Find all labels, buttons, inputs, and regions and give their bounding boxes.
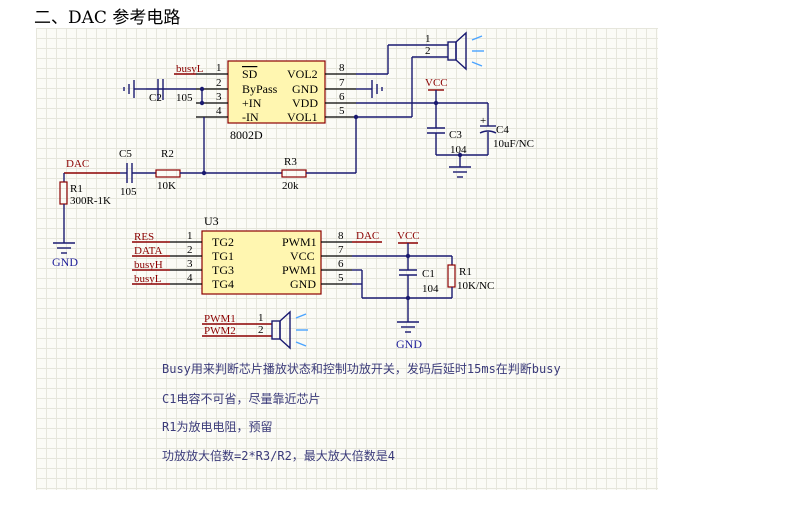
u3-pin3-name: TG3 bbox=[212, 263, 234, 277]
net-gnd-left: GND bbox=[52, 255, 78, 269]
net-dac-u3: DAC bbox=[356, 230, 379, 242]
c1-ref: C1 bbox=[422, 268, 435, 280]
u1-pin1-num: 1 bbox=[216, 62, 222, 74]
r1-bottom-ref: R1 bbox=[459, 266, 472, 278]
speaker-icon-bottom bbox=[271, 310, 308, 350]
chip-u3-body bbox=[201, 230, 322, 295]
r1-bottom-body bbox=[447, 264, 456, 288]
u1-pin3-name: +IN bbox=[242, 96, 262, 110]
net-busyh: busyH bbox=[134, 259, 163, 271]
u1-pin5-name: VOL1 bbox=[287, 110, 318, 124]
spk-bottom-pin2: 2 bbox=[258, 324, 264, 336]
net-res: RES bbox=[134, 231, 154, 243]
chip-8002d-body bbox=[227, 60, 326, 124]
spk-top-pin2: 2 bbox=[425, 45, 431, 57]
u3-pin5-name: GND bbox=[290, 277, 316, 291]
net-busyl-u3: busyL bbox=[134, 273, 162, 285]
spk-top-pin1: 1 bbox=[425, 33, 431, 45]
u1-pin2-name: ByPass bbox=[242, 82, 278, 96]
u1-pin1-name: SD bbox=[242, 67, 258, 81]
c4-polarity: + bbox=[480, 115, 486, 127]
net-pwm2: PWM2 bbox=[204, 325, 236, 337]
u3-pin8-num: 8 bbox=[338, 230, 344, 242]
u1-pin4-num: 4 bbox=[216, 105, 222, 117]
c5-value: 105 bbox=[120, 186, 137, 198]
net-busyl-top: busyL bbox=[176, 63, 204, 75]
u3-pin3-num: 3 bbox=[187, 258, 193, 270]
net-dac-left: DAC bbox=[66, 158, 89, 170]
r2-body bbox=[155, 169, 181, 178]
net-pwm1: PWM1 bbox=[204, 313, 236, 325]
c1-value: 104 bbox=[422, 283, 439, 295]
note-line-2: C1电容不可省，尽量靠近芯片 bbox=[162, 391, 320, 406]
c2-value: 105 bbox=[176, 92, 193, 104]
r2-ref: R2 bbox=[161, 148, 174, 160]
speaker-icon-top bbox=[447, 31, 484, 71]
u1-pin6-num: 6 bbox=[339, 91, 345, 103]
ground-symbol-c1 bbox=[397, 321, 419, 333]
u1-pin6-name: VDD bbox=[292, 96, 318, 110]
note-line-3: R1为放电电阻，预留 bbox=[162, 419, 272, 434]
u3-pin1-name: TG2 bbox=[212, 235, 234, 249]
schematic-sheet bbox=[36, 28, 658, 490]
r3-body bbox=[281, 169, 307, 178]
c3-value: 104 bbox=[450, 144, 467, 156]
r3-ref: R3 bbox=[284, 156, 297, 168]
u1-pin8-name: VOL2 bbox=[287, 67, 318, 81]
ground-symbol-c2 bbox=[123, 80, 146, 98]
u3-pin2-name: TG1 bbox=[212, 249, 234, 263]
net-data: DATA bbox=[134, 245, 163, 257]
spk-bottom-pin1: 1 bbox=[258, 312, 264, 324]
ground-symbol-c3-c4 bbox=[449, 166, 471, 178]
c5-ref: C5 bbox=[119, 148, 132, 160]
ground-symbol-dac bbox=[53, 242, 75, 254]
r1-top-body bbox=[59, 181, 68, 205]
u3-pin8-name: PWM1 bbox=[282, 235, 317, 249]
section-heading: 二、DAC 参考电路 bbox=[34, 8, 181, 28]
u3-pin4-name: TG4 bbox=[212, 277, 234, 291]
u3-pin6-num: 6 bbox=[338, 258, 344, 270]
u1-pin4-name: -IN bbox=[242, 110, 259, 124]
note-line-4: 功放放大倍数=2*R3/R2，最大放大倍数是4 bbox=[162, 448, 395, 463]
u3-pin1-num: 1 bbox=[187, 230, 193, 242]
u1-pin2-num: 2 bbox=[216, 77, 222, 89]
r1-top-ref: R1 bbox=[70, 183, 83, 195]
u3-pin7-num: 7 bbox=[338, 244, 344, 256]
r2-value: 10K bbox=[157, 180, 176, 192]
c3-ref: C3 bbox=[449, 129, 462, 141]
u3-pin6-name: PWM1 bbox=[282, 263, 317, 277]
c4-value: 10uF/NC bbox=[493, 138, 534, 150]
u3-pin5-num: 5 bbox=[338, 272, 344, 284]
r3-value: 20k bbox=[282, 180, 299, 192]
u1-pin5-num: 5 bbox=[339, 105, 345, 117]
u3-pin4-num: 4 bbox=[187, 272, 193, 284]
r1-bottom-value: 10K/NC bbox=[457, 280, 494, 292]
u3-pin2-num: 2 bbox=[187, 244, 193, 256]
u3-pin7-name: VCC bbox=[290, 249, 315, 263]
net-vcc-bottom: VCC bbox=[397, 230, 420, 242]
u1-pin8-num: 8 bbox=[339, 62, 345, 74]
u1-pin7-name: GND bbox=[292, 82, 318, 96]
net-gnd-bottom: GND bbox=[396, 337, 422, 351]
r1-top-value: 300R-1K bbox=[70, 195, 111, 207]
u1-part-name: 8002D bbox=[230, 128, 263, 142]
net-vcc-top: VCC bbox=[425, 77, 448, 89]
u3-ref: U3 bbox=[204, 214, 219, 228]
c2-ref: C2 bbox=[149, 92, 162, 104]
ground-symbol-pin7 bbox=[371, 80, 383, 98]
c4-ref: C4 bbox=[496, 124, 509, 136]
u1-pin3-num: 3 bbox=[216, 91, 222, 103]
note-line-1: Busy用来判断芯片播放状态和控制功放开关，发码后延时15ms在判断busy bbox=[162, 361, 561, 376]
u1-pin7-num: 7 bbox=[339, 77, 345, 89]
